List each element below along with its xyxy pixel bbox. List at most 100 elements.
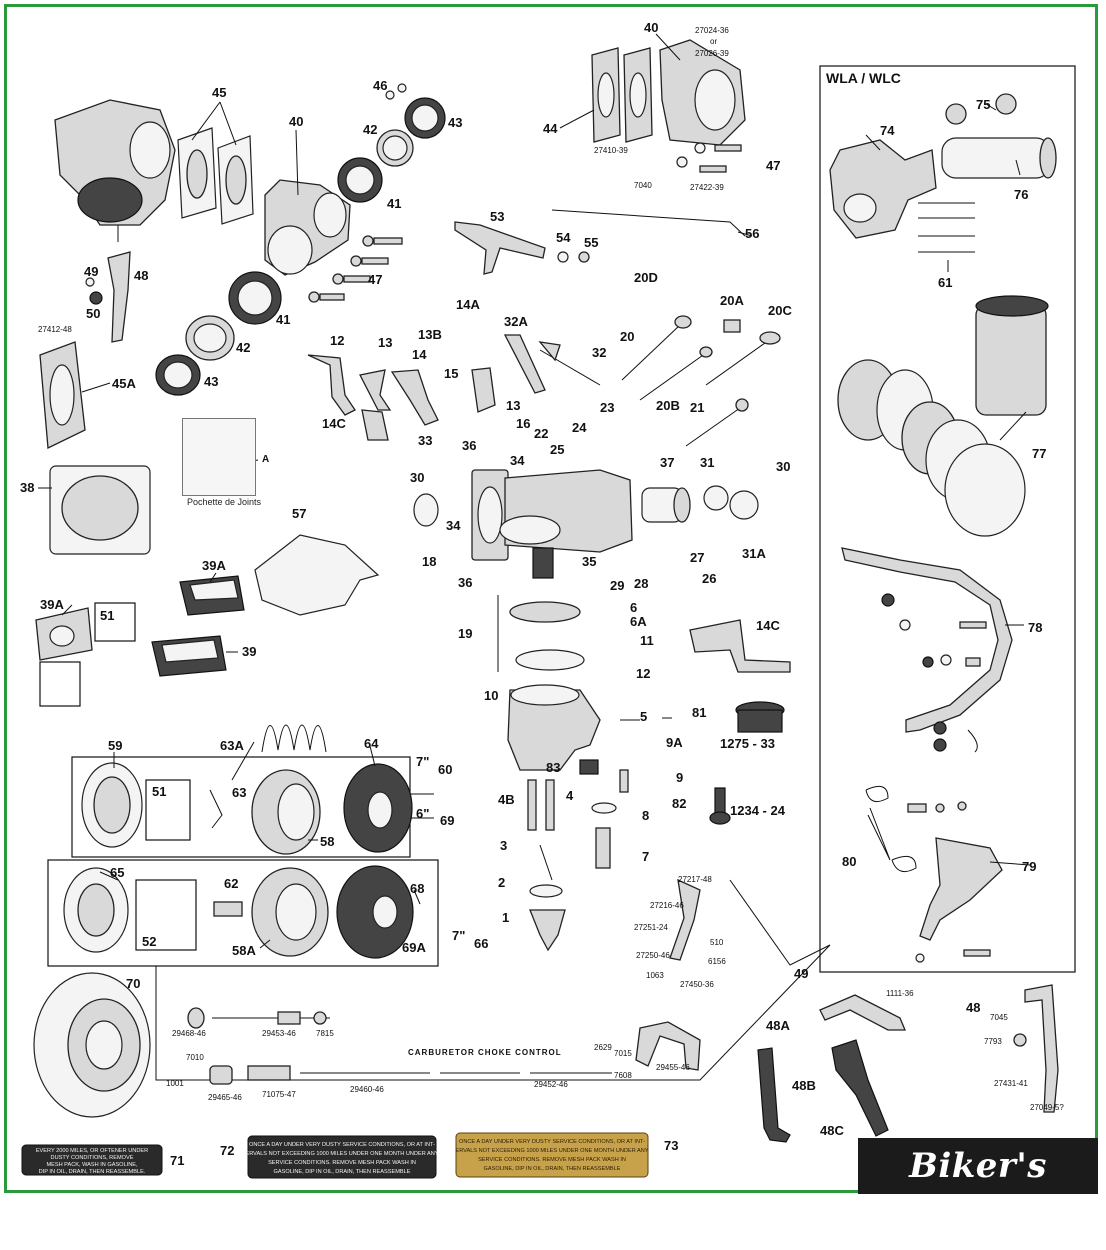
choke-control-title: CARBURETOR CHOKE CONTROL: [408, 1048, 562, 1057]
spring-63a: [261, 724, 327, 753]
label-7in-b: 7": [452, 928, 465, 943]
label-10: 10: [484, 688, 498, 703]
label-47-top: 47: [766, 158, 780, 173]
label-7: 7: [642, 849, 649, 864]
label-15: 15: [444, 366, 458, 381]
label-31a: 31A: [742, 546, 766, 561]
label-71: 71: [170, 1153, 184, 1168]
cleaner-70: [33, 972, 151, 1118]
label-41b: 41: [276, 312, 290, 327]
ref-7793: 7793: [984, 1037, 1002, 1046]
label-63: 63: [232, 785, 246, 800]
label-46: 46: [373, 78, 387, 93]
washer-54: [557, 251, 569, 263]
label-48-right: 48: [966, 1000, 980, 1015]
plate-71-line2: DUSTY CONDITIONS, REMOVE: [51, 1155, 134, 1161]
label-48c: 48C: [820, 1123, 844, 1138]
plate-79: [915, 837, 1003, 963]
ref-7015: 7015: [614, 1049, 632, 1058]
label-39: 39: [242, 644, 256, 659]
plate-71-line4: DIP IN OIL, DRAIN, THEN REASSEMBLE.: [39, 1169, 146, 1175]
label-8: 8: [642, 808, 649, 823]
ref-1275-33: 1275 - 33: [720, 736, 775, 751]
label-6: 6: [630, 600, 637, 615]
label-3: 3: [500, 838, 507, 853]
shaft-32: [503, 334, 601, 394]
clamp-80: [865, 785, 967, 873]
label-16: 16: [516, 416, 530, 431]
ref-27450-36: 27450-36: [680, 980, 714, 989]
cover-59: [81, 762, 143, 848]
label-14a: 14A: [456, 297, 480, 312]
disc-31: [703, 485, 729, 511]
ref-27049-5: 27049-5?: [1030, 1103, 1064, 1112]
ref-29453-46: 29453-46: [262, 1029, 296, 1038]
label-40: 40: [289, 114, 303, 129]
leader-lines: [38, 33, 1031, 949]
label-29: 29: [610, 578, 624, 593]
label-12: 12: [330, 333, 344, 348]
label-34b: 34: [446, 518, 461, 533]
label-31: 31: [700, 455, 714, 470]
label-82: 82: [672, 796, 686, 811]
ref-29468-46: 29468-46: [172, 1029, 206, 1038]
wla-wlc-box: [819, 65, 1076, 973]
label-14c: 14C: [322, 416, 346, 431]
label-20: 20: [620, 329, 634, 344]
plate-71-line3: MESH PACK, WASH IN GASOLINE,: [46, 1162, 138, 1168]
ref-510: 510: [710, 938, 724, 947]
cover-65: [63, 867, 129, 953]
gasket-45a: [39, 341, 86, 449]
strap-78: [841, 547, 1013, 753]
label-49: 49: [84, 264, 98, 279]
nut-55: [578, 251, 590, 263]
carburetor-assembly: [54, 99, 176, 242]
plate-72-line2: ERVALS NOT EXCEEDING 1000 MILES UNDER ON…: [245, 1151, 438, 1157]
lever-14c-right: [689, 619, 791, 673]
choke-control-box: [155, 944, 831, 1081]
label-33: 33: [418, 433, 432, 448]
plate-72: ONCE A DAY UNDER VERY DUSTY SERVICE COND…: [245, 1135, 439, 1179]
choke-control-parts: [187, 878, 701, 1085]
label-6a: 6A: [630, 614, 647, 629]
label-14c-right: 14C: [756, 618, 780, 633]
bracket-49-lines: [729, 879, 831, 966]
label-5: 5: [640, 709, 647, 724]
disc-18: [413, 493, 439, 527]
label-39a: 39A: [202, 558, 226, 573]
label-34: 34: [510, 453, 525, 468]
label-4b: 4B: [498, 792, 515, 807]
label-81: 81: [692, 705, 706, 720]
screw-kit-box-39a: [39, 661, 81, 707]
bolt-82: [709, 787, 731, 825]
label-55: 55: [584, 235, 598, 250]
ref-27412-48: 27412-48: [38, 325, 72, 334]
plate-72-line3: SERVICE CONDITIONS. REMOVE MESH PACK WAS…: [268, 1160, 416, 1166]
label-20b: 20B: [656, 398, 680, 413]
levers-12-15: [307, 354, 496, 441]
ref-27217-48: 27217-48: [678, 875, 712, 884]
label-36: 36: [462, 438, 476, 453]
label-40-top: 40: [644, 20, 658, 35]
label-75: 75: [976, 97, 990, 112]
label-47: 47: [368, 272, 382, 287]
shell-69a: [336, 865, 414, 959]
ref-29455-46: 29455-46: [656, 1063, 690, 1072]
shell-39: [151, 635, 227, 677]
carburetor-body: [471, 469, 633, 579]
label-48: 48: [134, 268, 148, 283]
label-30: 30: [410, 470, 424, 485]
mesh-58a: [251, 867, 329, 957]
label-39a-left: 39A: [40, 597, 64, 612]
brand-logo: Biker's Store: [858, 1138, 1098, 1242]
ref-or: or: [710, 37, 717, 46]
label-19: 19: [458, 626, 472, 641]
label-24: 24: [572, 420, 587, 435]
screw-kit-box-52: [135, 879, 197, 951]
label-80: 80: [842, 854, 856, 869]
label-51b: 51: [152, 784, 166, 799]
ref-6156: 6156: [708, 957, 726, 966]
ref-27216-46: 27216-46: [650, 901, 684, 910]
hose-76: [941, 137, 1057, 179]
bolts-61: [918, 202, 975, 253]
